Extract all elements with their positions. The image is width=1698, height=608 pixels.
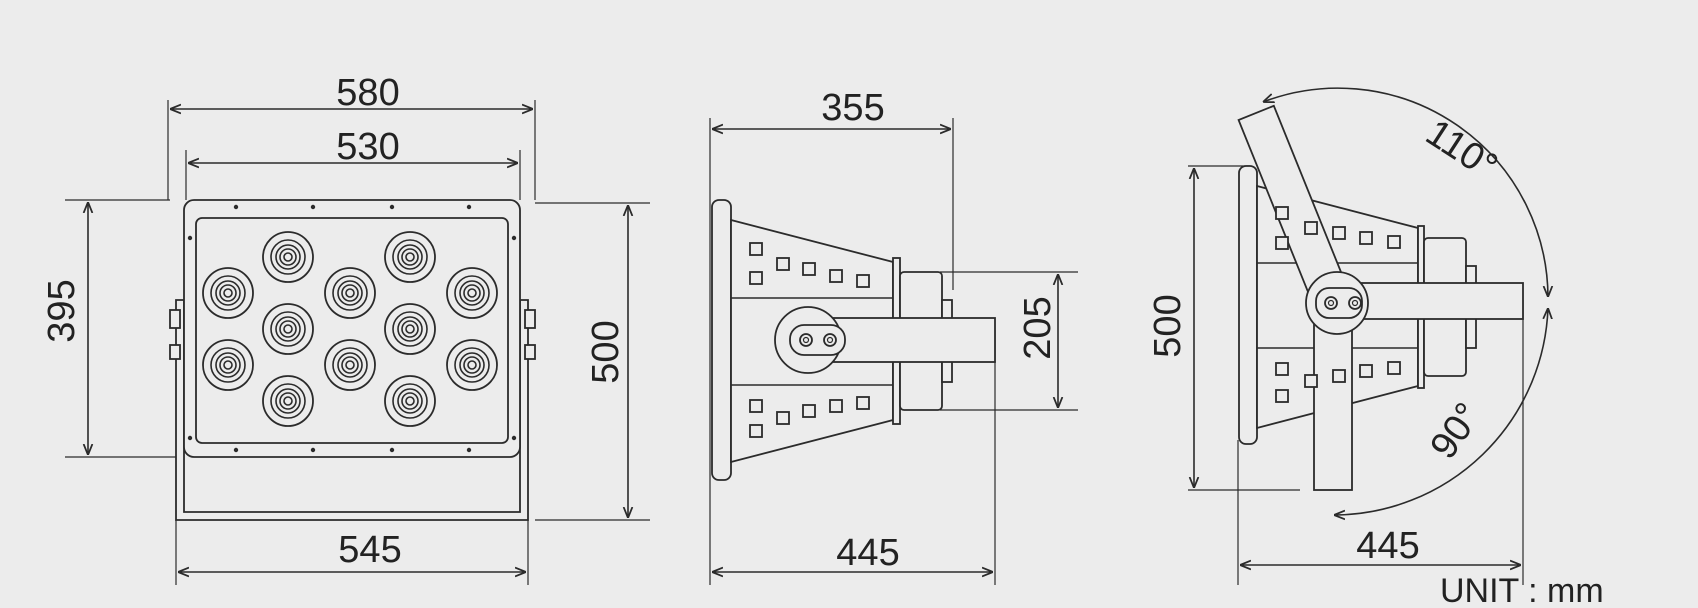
fin-square: [1387, 235, 1401, 249]
screw-dot: [310, 204, 316, 210]
fin-square: [749, 399, 763, 413]
fin-square: [856, 274, 870, 288]
arc-110: [1263, 87, 1548, 297]
led-lens: [262, 231, 314, 283]
screw-dot: [466, 447, 472, 453]
dim-445-rot: 445: [1356, 525, 1419, 567]
led-lens: [324, 339, 376, 391]
dim-205: 205: [1017, 296, 1059, 359]
screw-dot: [310, 447, 316, 453]
fin-square: [776, 257, 790, 271]
fin-square: [1275, 362, 1289, 376]
dim-500-rot: 500: [1147, 294, 1189, 357]
screw-dot: [511, 435, 517, 441]
fin-square: [776, 411, 790, 425]
dim-395: 395: [41, 279, 83, 342]
screw-dot: [233, 447, 239, 453]
led-lens: [262, 375, 314, 427]
side-front-plate: [711, 199, 732, 481]
dim-545: 545: [338, 529, 401, 571]
fin-square: [802, 262, 816, 276]
screw-dot: [233, 204, 239, 210]
led-lens: [384, 375, 436, 427]
led-lens: [384, 231, 436, 283]
rotation-view: 500 445 110° 90°: [1147, 87, 1548, 585]
angle-90: 90°: [1422, 396, 1489, 467]
screw-dot: [187, 235, 193, 241]
dim-500-front: 500: [585, 320, 627, 383]
fin-square: [1304, 221, 1318, 235]
screw-dot: [187, 435, 193, 441]
fin-square: [749, 242, 763, 256]
fin-square: [1332, 369, 1346, 383]
heat-sink-fins: [749, 242, 870, 438]
screw-dot: [389, 204, 395, 210]
dim-355: 355: [821, 87, 884, 129]
fin-square: [829, 269, 843, 283]
led-lens: [384, 303, 436, 355]
panel-screws: [187, 204, 517, 453]
led-lens: [202, 339, 254, 391]
arc-90: [1334, 308, 1548, 515]
dim-530: 530: [336, 126, 399, 168]
angle-110: 110°: [1418, 112, 1504, 188]
fin-square: [829, 399, 843, 413]
screw-dot: [466, 204, 472, 210]
heat-sink-fins-rot: [1275, 206, 1401, 403]
dim-580: 580: [336, 72, 399, 114]
led-lens: [324, 267, 376, 319]
led-lens: [446, 267, 498, 319]
fin-square: [1275, 389, 1289, 403]
fin-square: [1332, 226, 1346, 240]
unit-label: UNIT : mm: [1440, 572, 1604, 608]
fin-square: [1387, 361, 1401, 375]
fin-square: [1304, 374, 1318, 388]
fin-square: [802, 404, 816, 418]
fin-square: [749, 271, 763, 285]
led-array: [202, 231, 498, 427]
fin-square: [1359, 364, 1373, 378]
led-lens: [446, 339, 498, 391]
front-panel-inner: [195, 217, 509, 444]
rot-front-plate: [1238, 165, 1258, 445]
screw-dot: [511, 235, 517, 241]
fin-square: [1359, 231, 1373, 245]
screw-dot: [389, 447, 395, 453]
side-view: 355 445 205: [709, 87, 1078, 585]
fin-square: [856, 396, 870, 410]
fin-square: [1275, 206, 1289, 220]
front-view: 580 530 545 395 500: [41, 72, 650, 585]
fin-square: [1275, 236, 1289, 250]
fin-square: [749, 424, 763, 438]
led-lens: [262, 303, 314, 355]
led-lens: [202, 267, 254, 319]
dim-445-side: 445: [836, 532, 899, 574]
